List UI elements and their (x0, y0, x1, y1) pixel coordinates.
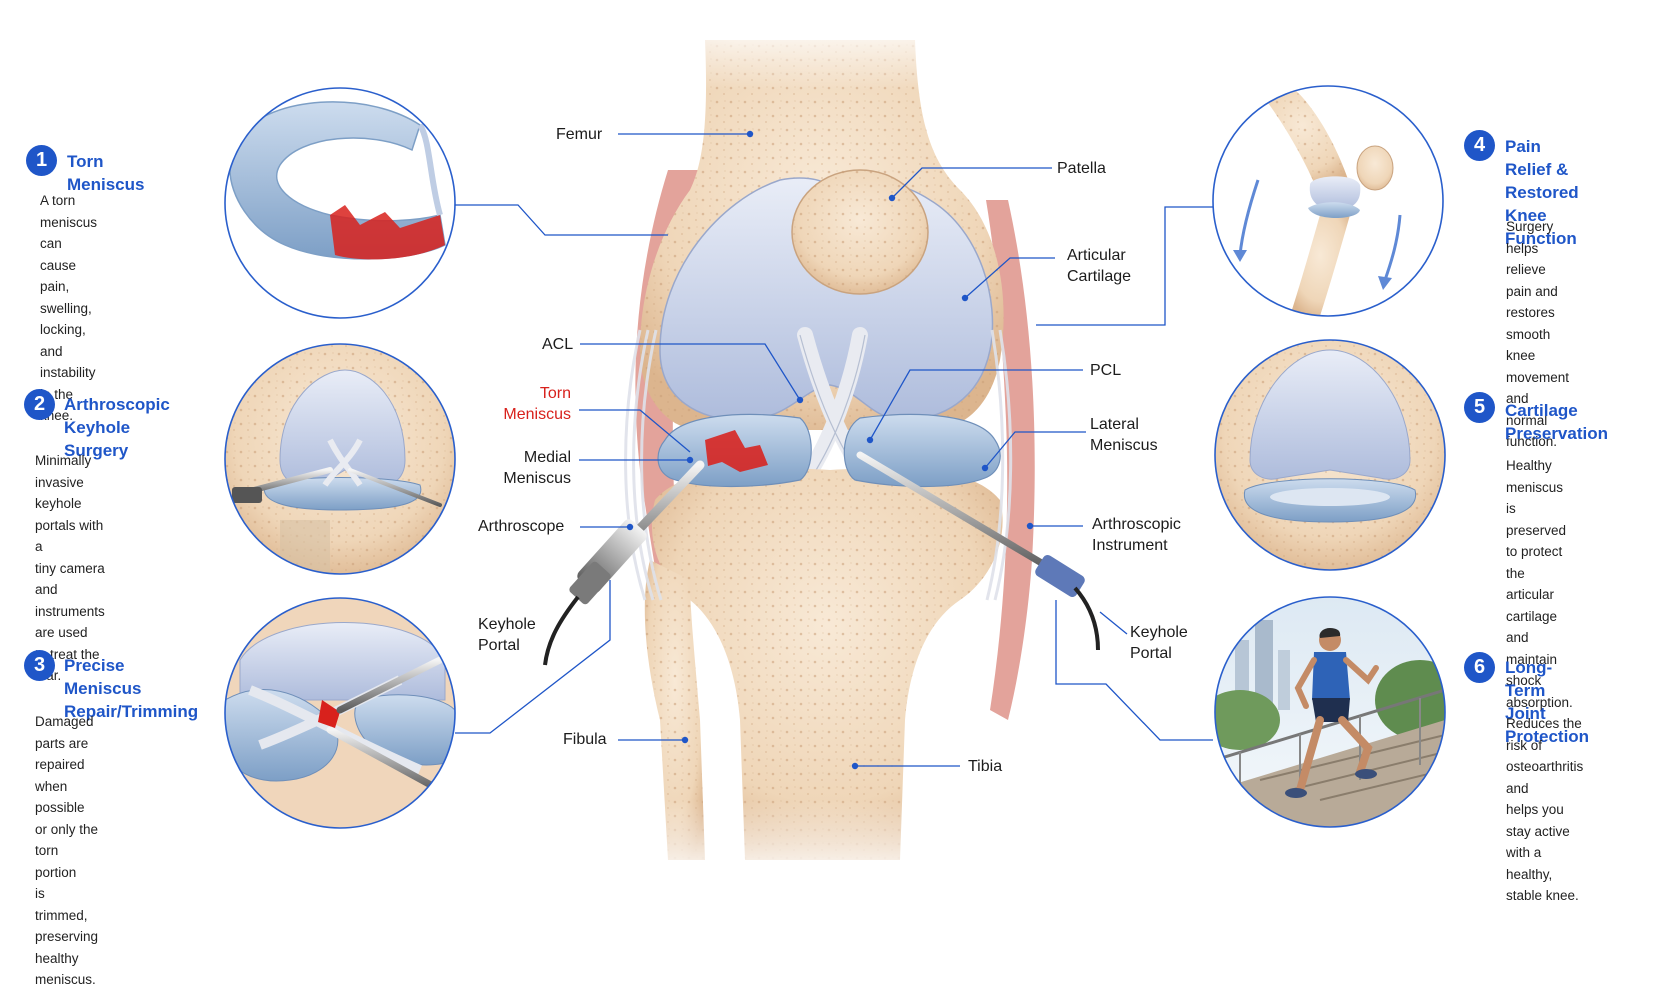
section-4-title: Pain Relief & Restored Knee Function (1505, 137, 1579, 248)
label-keyhole-portal-left: Keyhole Portal (478, 616, 536, 654)
step-6-badge: 6 (1464, 652, 1495, 683)
section-4-description: Surgery helps relieve pain and restores … (1506, 219, 1570, 449)
step-1-badge: 1 (26, 145, 57, 176)
label-arthroscopic-instrument: Arthroscopic Instrument (1092, 516, 1181, 554)
label-arthroscope: Arthroscope (478, 518, 565, 535)
label-medial-meniscus: Medial Meniscus (503, 449, 571, 487)
label-tibia: Tibia (968, 758, 1003, 775)
inset-torn-meniscus (224, 87, 456, 319)
label-articular-cartilage: Articular Cartilage (1067, 247, 1132, 285)
label-keyhole-portal-right: Keyhole Portal (1130, 624, 1188, 662)
section-3-description: Damaged parts are repaired when possible… (35, 714, 99, 987)
inset-meniscus-repair (224, 597, 456, 829)
section-2-title: Arthroscopic Keyhole Surgery (64, 395, 170, 460)
step-4-badge: 4 (1464, 130, 1495, 161)
section-2-description: Minimally invasive keyhole portals with … (35, 453, 105, 683)
section-6-description: Reduces the risk of osteoarthritis and h… (1506, 716, 1584, 903)
inset-knee-function (1212, 85, 1444, 317)
knee-anatomy-illustration (224, 20, 1446, 880)
inset-arthroscopic-surgery (224, 343, 456, 575)
inset-active-lifestyle (1214, 596, 1446, 828)
section-5-title: Cartilage Preservation (1505, 401, 1608, 443)
label-fibula: Fibula (563, 731, 607, 748)
label-femur: Femur (556, 126, 603, 143)
label-pcl: PCL (1090, 362, 1122, 379)
leader-lines (455, 133, 1213, 767)
section-5-description: Healthy meniscus is preserved to protect… (1506, 458, 1573, 710)
section-6-title: Long-Term Joint Protection (1505, 658, 1590, 746)
label-patella: Patella (1057, 160, 1106, 177)
step-5-badge: 5 (1464, 392, 1495, 423)
arthroscopic-instrument-tool (856, 451, 1100, 651)
section-3-title: Precise Meniscus Repair/Trimming (64, 656, 199, 721)
knee-central (543, 20, 1100, 880)
label-lateral-meniscus: Lateral Meniscus (1090, 416, 1158, 454)
section-1-title: Torn Meniscus (67, 152, 145, 194)
leader-dots (626, 130, 1034, 770)
label-torn-meniscus: Torn Meniscus (503, 385, 571, 423)
step-2-badge: 2 (24, 389, 55, 420)
label-acl: ACL (542, 336, 574, 353)
inset-cartilage-preservation (1214, 339, 1446, 571)
step-3-badge: 3 (24, 650, 55, 681)
arthroscope-tool (543, 460, 705, 666)
